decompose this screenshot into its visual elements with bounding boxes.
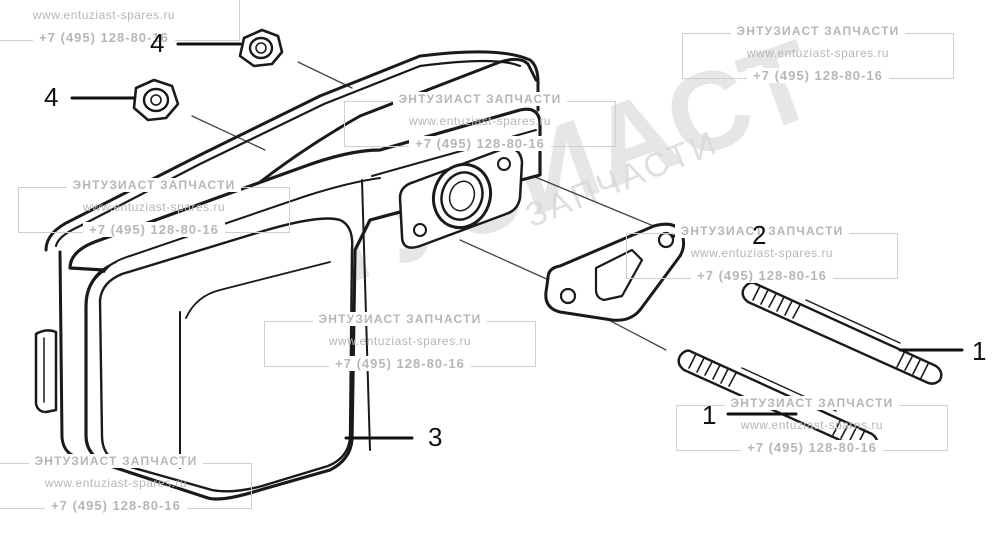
- callout-stud-lower: 1: [702, 400, 717, 430]
- callout-muffler: 3: [428, 422, 443, 452]
- callout-nut-upper: 4: [150, 28, 165, 58]
- nut-lower: [132, 78, 180, 122]
- gasket: [544, 222, 686, 322]
- muffler: [34, 50, 542, 501]
- nut-upper: [238, 28, 284, 68]
- callout-stud-upper: 1: [972, 336, 987, 366]
- callout-nut-lower: 4: [44, 82, 59, 112]
- callout-gasket: 2: [752, 220, 767, 250]
- stud-upper: [741, 281, 943, 385]
